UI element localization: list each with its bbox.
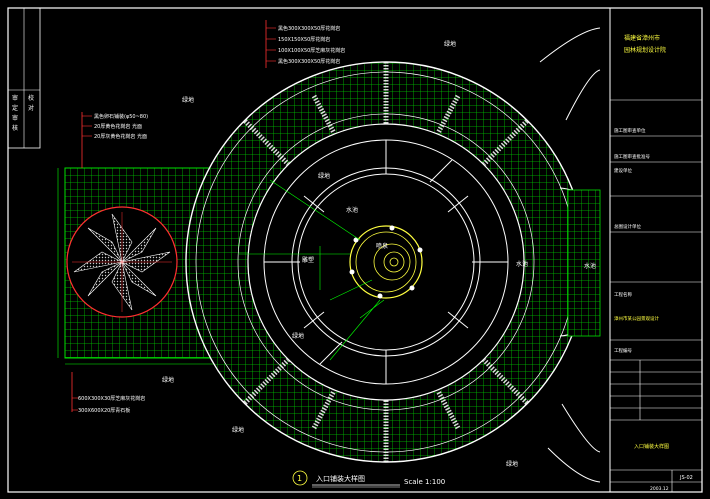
tb-drawing-name: 入口铺装大样图 xyxy=(634,443,669,450)
top-callouts: 黑色300X300X50厚花岗岩 150X150X50厚花岗岩 100X100X… xyxy=(265,20,345,68)
callout-left-3: 20厚灰黄色花岗岩 光面 xyxy=(94,133,147,140)
inner-plaza xyxy=(263,139,509,385)
planting-label-1: 绿地 xyxy=(444,40,456,48)
strip-text-1: 审 xyxy=(12,94,18,102)
water-label-1: 水池 xyxy=(346,206,358,214)
tb-date: 2003.12 xyxy=(650,486,669,492)
callout-top-3: 100X100X50厚芝麻灰花岗岩 xyxy=(278,47,345,54)
planting-label-4: 绿地 xyxy=(292,332,304,340)
planting-label-7: 绿地 xyxy=(232,426,244,434)
bottom-callouts: 600X300X30厚芝麻灰花岗岩 300X600X20厚青石板 xyxy=(71,372,145,414)
strip-text-5: 校 xyxy=(28,94,34,102)
tb-drawing-no: JS-02 xyxy=(679,475,693,481)
company-name-2: 园林规划设计院 xyxy=(624,46,666,54)
water-label-3: 水池 xyxy=(584,262,596,270)
drawing-scale: Scale 1:100 xyxy=(404,478,445,486)
fountain-label: 喷泉 xyxy=(376,242,388,250)
tb-row-5: 工程名称 xyxy=(614,291,632,298)
callout-top-4: 黑色300X300X50厚花岗岩 xyxy=(278,58,340,65)
strip-text-6: 对 xyxy=(28,104,34,112)
callout-left-2: 20厚黄色花岗岩 光面 xyxy=(94,123,142,130)
strip-text-2: 定 xyxy=(12,104,18,112)
strip-text-4: 核 xyxy=(12,124,18,132)
planting-label-3: 绿地 xyxy=(318,172,330,180)
planting-labels: 绿地 绿地 绿地 绿地 绿地 绿地 绿地 水池 水池 水池 雕塑 xyxy=(162,40,596,468)
outer-paving-ring xyxy=(185,61,587,463)
tb-row-2: 施工图审查批准号 xyxy=(614,153,650,160)
tb-row-4: 总图设计单位 xyxy=(614,223,641,230)
left-sign-strip: 审 定 审 核 校 对 xyxy=(7,7,41,149)
star-mosaic xyxy=(72,212,172,312)
planting-label-2: 绿地 xyxy=(182,96,194,104)
title-block: 福建省漳州市 园林规划设计院 施工图审查单位 施工图审查批准号 建设单位 总图设… xyxy=(609,7,703,493)
left-callouts: 黑色卵石铺装(φ50~80) 20厚黄色花岗岩 光面 20厚灰黄色花岗岩 光面 xyxy=(81,112,148,168)
dimension-lines xyxy=(238,179,385,361)
callout-bottom-2: 300X600X20厚青石板 xyxy=(78,407,130,414)
left-square-plaza xyxy=(57,167,216,365)
sculpture-label: 雕塑 xyxy=(302,256,314,264)
drawing-title-text: 入口铺装大样图 xyxy=(316,474,365,483)
right-paths xyxy=(539,27,601,483)
callout-bottom-1: 600X300X30厚芝麻灰花岗岩 xyxy=(78,395,145,402)
tb-row-6: 工程编号 xyxy=(614,347,632,354)
central-fountain: 喷泉 xyxy=(349,225,423,299)
planting-label-5: 绿地 xyxy=(162,376,174,384)
tb-row-3: 建设单位 xyxy=(614,167,632,174)
drawing-number: 1 xyxy=(297,474,302,483)
company-name: 福建省漳州市 xyxy=(624,34,660,42)
tb-project-name: 漳州市某公园景观设计 xyxy=(614,315,659,322)
tb-row-1: 施工图审查单位 xyxy=(614,127,646,134)
callout-left-1: 黑色卵石铺装(φ50~80) xyxy=(94,113,148,120)
callout-top-2: 150X150X50厚花岗岩 xyxy=(278,36,330,43)
strip-text-3: 审 xyxy=(12,114,18,122)
drawing-title: 1 入口铺装大样图 Scale 1:100 xyxy=(292,470,445,488)
water-label-2: 水池 xyxy=(516,260,528,268)
callout-top-1: 黑色300X300X50厚花岗岩 xyxy=(278,25,340,32)
planting-label-6: 绿地 xyxy=(506,460,518,468)
